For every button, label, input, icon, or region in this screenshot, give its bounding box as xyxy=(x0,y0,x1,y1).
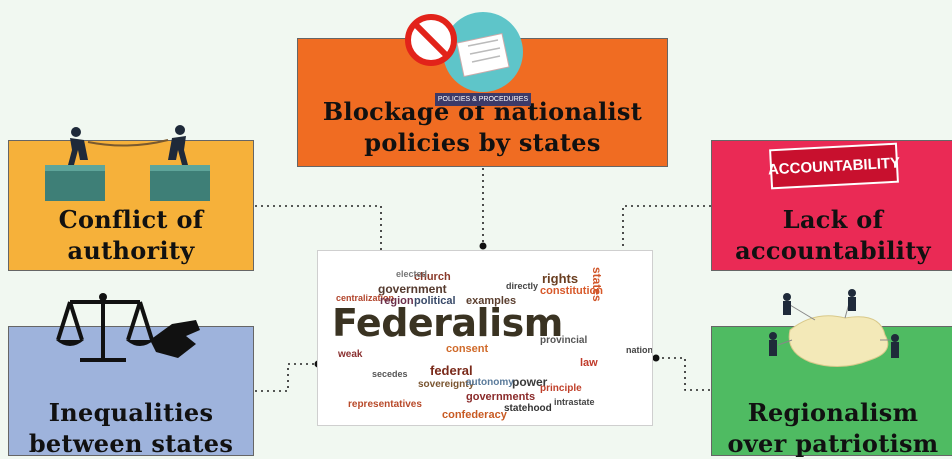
cloud-word: political xyxy=(414,295,456,307)
box-top-line2: policies by states xyxy=(364,128,601,157)
federalism-title: Federalism xyxy=(332,301,563,345)
connector-dot-top xyxy=(479,242,487,250)
cloud-word: statehood xyxy=(504,403,552,414)
policies-tag: POLICIES & PROCEDURES xyxy=(435,93,531,106)
cloud-word: examples xyxy=(466,295,517,307)
cloud-word: rights xyxy=(542,271,579,286)
cloud-word: federal xyxy=(430,363,473,378)
box-right1-line2: accountability xyxy=(735,236,931,265)
box-left1-line2: authority xyxy=(67,236,195,265)
box-inequalities-between-states: Inequalities between states xyxy=(8,326,254,459)
box-right2-line1: Regionalism xyxy=(747,398,919,427)
box-left2-line1: Inequalities xyxy=(48,398,214,427)
box-right2-line2: over patriotism xyxy=(727,429,939,458)
connector-left2 xyxy=(255,363,318,392)
cloud-word: principle xyxy=(540,383,582,394)
box-right2-label: Regionalism over patriotism xyxy=(727,397,938,459)
cloud-word: confederacy xyxy=(442,409,507,421)
cloud-word: sovereignty xyxy=(418,379,475,390)
cloud-word: constitution xyxy=(540,285,603,297)
cloud-word: consent xyxy=(446,343,489,355)
connector-right2 xyxy=(656,357,711,391)
federalism-word-cloud: church government centralization region … xyxy=(317,250,653,426)
connector-dot-right2 xyxy=(652,354,660,362)
box-left2-line2: between states xyxy=(28,429,234,458)
accountability-stamp: ACCOUNTABILITY xyxy=(768,142,900,190)
box-regionalism-over-patriotism: Regionalism over patriotism xyxy=(711,326,952,459)
cloud-word: law xyxy=(580,357,598,369)
cloud-word: governments xyxy=(466,391,536,403)
box-right1-label: Lack of accountability xyxy=(735,204,931,270)
cloud-word: intrastate xyxy=(554,397,595,407)
cloud-word: representatives xyxy=(348,399,422,410)
cloud-word: provincial xyxy=(540,335,588,346)
box-left1-label: Conflict of authority xyxy=(59,204,204,270)
cloud-word: region xyxy=(380,295,414,307)
cloud-word: church xyxy=(414,271,451,283)
cloud-word: autonomy xyxy=(466,377,514,388)
cloud-word: states xyxy=(590,267,604,302)
cloud-word: directly xyxy=(506,281,539,291)
box-left2-label: Inequalities between states xyxy=(29,397,233,459)
cloud-word: elected xyxy=(396,269,428,279)
connector-right1 xyxy=(622,205,711,265)
cloud-word: centralization xyxy=(336,293,395,303)
box-conflict-of-authority: Conflict of authority xyxy=(8,140,254,271)
cloud-word: secedes xyxy=(372,369,408,379)
cloud-word: nation xyxy=(626,345,653,355)
box-top-label: Blockage of nationalist policies by stat… xyxy=(323,96,642,166)
box-left1-line1: Conflict of xyxy=(58,205,204,234)
box-right1-line1: Lack of xyxy=(782,205,884,234)
connector-left1 xyxy=(255,205,382,255)
cloud-word: weak xyxy=(338,349,363,360)
cloud-word: power xyxy=(512,375,548,389)
cloud-word: government xyxy=(378,282,447,296)
